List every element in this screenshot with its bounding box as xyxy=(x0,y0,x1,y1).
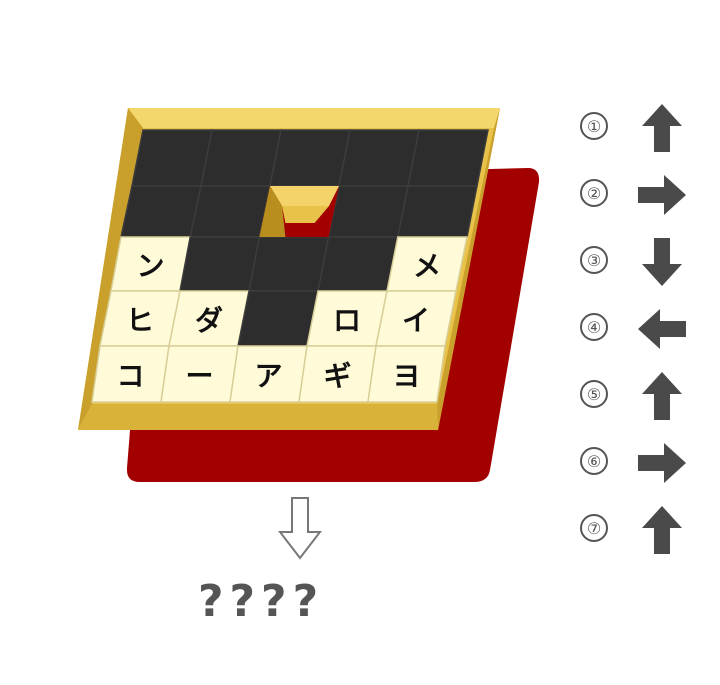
empty-cell xyxy=(338,129,420,187)
tile-letter: イ xyxy=(402,304,430,337)
move-number: ④ xyxy=(580,313,608,341)
tile-letter: ダ xyxy=(195,304,223,337)
empty-cell xyxy=(189,185,271,238)
arrow-right-icon xyxy=(638,443,686,483)
arrow-up-icon xyxy=(642,104,682,152)
tile-letter: ー xyxy=(185,360,213,393)
tile-letter: メ xyxy=(413,250,441,283)
empty-cell xyxy=(200,129,282,187)
answer-placeholder: ???? xyxy=(198,576,325,627)
move-row: ③ xyxy=(572,234,712,290)
tile-letter: ア xyxy=(254,360,282,393)
move-row: ① xyxy=(572,100,712,156)
move-number: ② xyxy=(580,179,608,207)
empty-cell xyxy=(248,236,330,292)
board-frame-bevel-right xyxy=(437,108,500,430)
letter-tile[interactable] xyxy=(367,345,446,403)
empty-cell xyxy=(179,236,261,292)
tile-letter: ヒ xyxy=(126,304,154,337)
move-row: ④ xyxy=(572,301,712,357)
board-frame-bevel-bottom xyxy=(78,404,438,430)
move-number: ⑤ xyxy=(580,380,608,408)
tile-letter: コ xyxy=(116,360,144,393)
arrow-down-icon xyxy=(642,238,682,286)
move-row: ⑥ xyxy=(572,435,712,491)
tile-letter: ロ xyxy=(333,304,361,337)
empty-cell xyxy=(120,185,202,238)
move-row: ⑦ xyxy=(572,502,712,558)
board-cells: ン メヒ ダ ロ イコ ー ア ギ ヨ xyxy=(91,129,489,403)
tile-letter: ン xyxy=(137,250,165,283)
empty-cell xyxy=(407,129,489,187)
tile-letter: ギ xyxy=(323,360,351,393)
move-row: ⑤ xyxy=(572,368,712,424)
hole-wall-left xyxy=(259,186,286,237)
empty-cell xyxy=(396,185,478,238)
move-number: ① xyxy=(580,112,608,140)
tile-letter: ヨ xyxy=(392,360,420,393)
arrow-left-icon xyxy=(638,309,686,349)
empty-cell xyxy=(237,290,319,347)
move-number: ⑦ xyxy=(580,514,608,542)
hole-floor xyxy=(282,206,329,223)
arrow-right-icon xyxy=(638,175,686,215)
empty-cell xyxy=(327,185,409,238)
empty-cell xyxy=(317,236,399,292)
move-row: ② xyxy=(572,167,712,223)
hole-wall-top xyxy=(270,186,339,206)
empty-cell xyxy=(269,129,351,187)
hollow-down-arrow-icon xyxy=(278,497,322,560)
board-frame-bevel-top xyxy=(128,108,500,128)
board-frame-bevel-left xyxy=(78,108,143,430)
move-number: ⑥ xyxy=(580,447,608,475)
empty-cell xyxy=(131,129,213,187)
arrow-up-icon xyxy=(642,372,682,420)
move-number: ③ xyxy=(580,246,608,274)
arrow-up-icon xyxy=(642,506,682,554)
